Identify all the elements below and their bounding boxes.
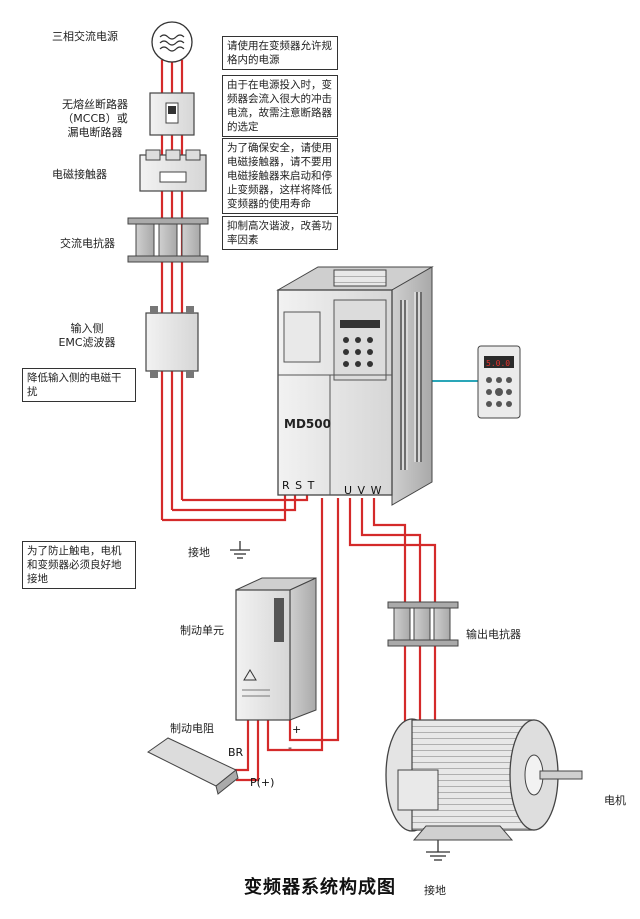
label-output-reactor: 输出电抗器: [466, 628, 521, 641]
ground-symbol-top: [230, 541, 250, 559]
note-emc: 降低输入侧的电磁干扰: [22, 368, 136, 402]
contactor-device: [139, 149, 207, 192]
label-contactor: 电磁接触器: [52, 168, 107, 181]
motor-device: [385, 718, 583, 841]
note-mccb: 由于在电源投入时，变频器会流入很大的冲击电流，故需注意断路器的选定: [222, 75, 338, 137]
label-mccb: 无熔丝断路器 （MCCB）或 漏电断路器: [62, 98, 128, 139]
power-source-symbol: [151, 21, 193, 63]
mccb-device: [149, 92, 195, 136]
label-brake-unit: 制动单元: [180, 624, 224, 637]
diagram-title: 变频器系统构成图: [244, 877, 396, 898]
note-power: 请使用在变频器允许规格内的电源: [222, 36, 338, 70]
note-reactor: 抑制高次谐波，改善功率因素: [222, 216, 338, 250]
label-emc-filter: 输入侧 EMC滤波器: [58, 322, 116, 349]
terminals-uvw: U V W: [344, 484, 383, 497]
inverter-model-label: MD500: [284, 417, 331, 431]
keypad-display: 5.0.0: [486, 359, 511, 368]
label-ground-bottom: 接地: [424, 884, 446, 897]
terminal-p-plus: P(+): [250, 776, 275, 789]
terminal-plus: +: [292, 723, 302, 736]
note-ground: 为了防止触电，电机和变频器必须良好地接地: [22, 541, 136, 589]
output-reactor-device: [387, 601, 459, 647]
terminals-rst: R S T: [282, 479, 316, 492]
external-keypad: [477, 345, 521, 419]
terminal-minus: -: [288, 741, 292, 754]
terminal-br: BR: [228, 746, 244, 759]
inverter-md500: [276, 266, 434, 506]
note-contactor: 为了确保安全，请使用电磁接触器，请不要用电磁接触器来启动和停止变频器，这样将降低…: [222, 138, 338, 214]
label-ac-reactor: 交流电抗器: [60, 237, 115, 250]
label-ground-top: 接地: [188, 546, 210, 559]
brake-unit-device: [235, 577, 317, 721]
emc-filter-device: [145, 306, 199, 378]
ground-symbol-bottom: [426, 838, 450, 861]
ac-reactor-device: [127, 217, 209, 263]
label-motor: 电机: [604, 794, 626, 807]
label-brake-resistor: 制动电阻: [170, 722, 214, 735]
brake-resistor-device: [147, 737, 239, 795]
label-power-source: 三相交流电源: [52, 30, 118, 43]
